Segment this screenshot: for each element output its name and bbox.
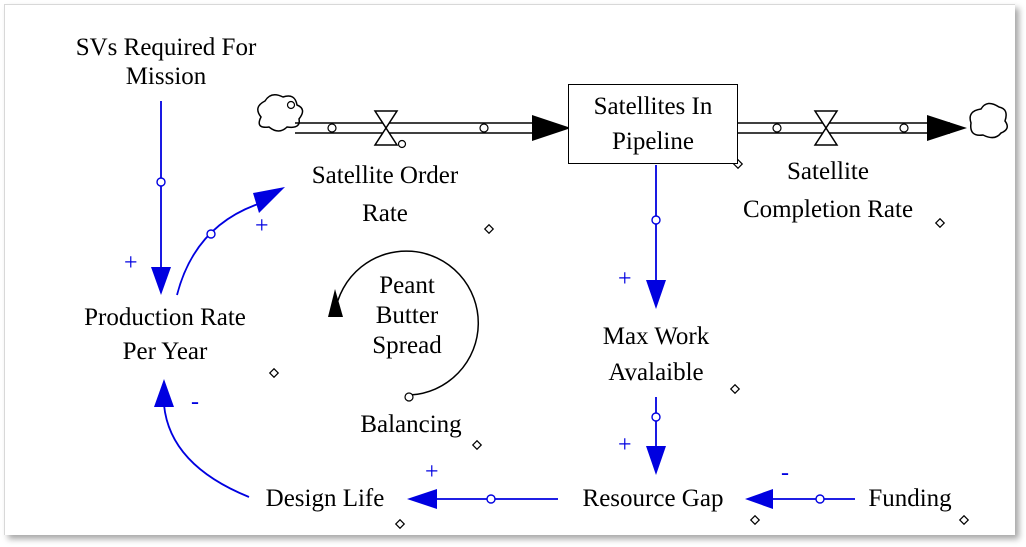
polarity-maxwork-to-gap: +	[618, 432, 632, 458]
link-design-to-production	[154, 379, 250, 498]
sink-cloud-icon	[969, 102, 1008, 139]
stock-satellites-in-pipeline[interactable]	[568, 84, 738, 164]
var-production-rate-per-year[interactable]: Production Rate Per Year	[84, 304, 246, 365]
flow-satellite-order	[257, 94, 571, 149]
polarity-funding-to-gap: -	[781, 460, 789, 486]
link-svs-to-production	[151, 101, 171, 295]
variable-handles	[268, 158, 970, 530]
diagram-svg	[151, 94, 1008, 530]
flow-arrowhead	[927, 115, 967, 141]
var-satellite-order-rate[interactable]: Satellite Order Rate	[311, 162, 459, 227]
link-maxwork-to-gap	[646, 397, 666, 475]
var-max-work-available[interactable]: Max Work Avalaible	[602, 323, 710, 386]
loop-name: Peant Butter Spread	[372, 272, 442, 359]
var-funding[interactable]: Funding	[868, 485, 952, 512]
valve-icon	[373, 110, 399, 146]
var-resource-gap[interactable]: Resource Gap	[582, 485, 724, 512]
loop-arrow-icon	[328, 289, 343, 317]
polarity-pipeline-to-maxwork: +	[618, 266, 632, 292]
loop-indicator	[328, 250, 480, 402]
var-satellite-completion-rate[interactable]: Satellite Completion Rate	[742, 158, 914, 223]
flow-satellite-completion	[735, 102, 1008, 146]
flow-arrowhead	[532, 115, 571, 141]
polarity-design-to-production: -	[191, 389, 199, 415]
link-funding-to-gap	[745, 489, 855, 509]
link-pipeline-to-maxwork	[646, 165, 666, 309]
var-design-life[interactable]: Design Life	[265, 485, 385, 512]
diagram-canvas: SVs Required For Mission Satellite Order…	[4, 4, 1015, 535]
loop-type: Balancing	[360, 411, 462, 438]
var-satellites-in-pipeline[interactable]: Satellites In Pipeline	[593, 93, 713, 155]
source-cloud-icon	[257, 94, 304, 132]
link-gap-to-design	[407, 489, 558, 509]
polarity-gap-to-design: +	[425, 459, 439, 485]
link-production-to-order	[176, 187, 285, 296]
polarity-svs-to-production: +	[124, 250, 138, 276]
valve-icon	[813, 110, 839, 146]
var-svs-required-for-mission[interactable]: SVs Required For Mission	[75, 34, 257, 90]
polarity-production-to-order: +	[255, 213, 269, 239]
